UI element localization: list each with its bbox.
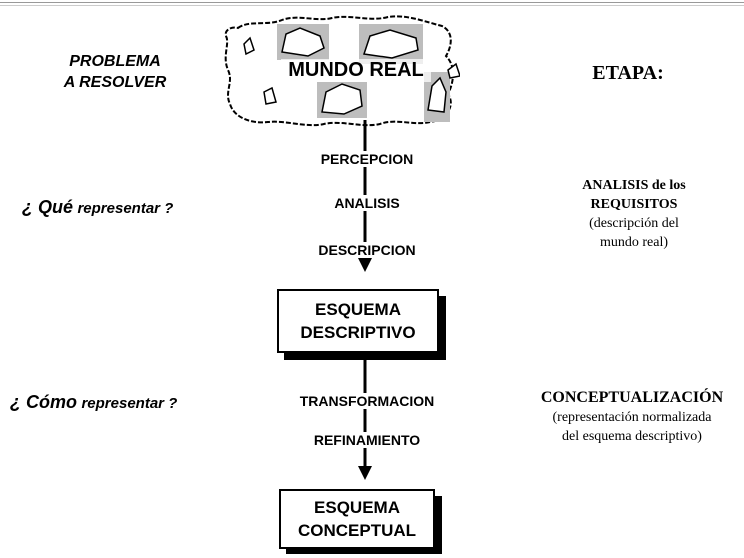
box-esquema-descriptivo: ESQUEMA DESCRIPTIVO [277,289,439,353]
analisis-line3: (descripción del [589,216,679,231]
analisis-line1: ANALISIS de los [582,178,686,193]
flow-connector [358,120,372,480]
question-como: ¿ Cómo representar ? [10,392,177,413]
box-conceptual-line1: ESQUEMA [314,498,400,517]
world-label: MUNDO REAL [281,59,431,82]
region-blob-2 [363,29,419,59]
problem-line1: PROBLEMA [69,53,161,70]
arrow-down-icon-2 [358,466,372,480]
box-descriptivo-line1: ESQUEMA [315,300,401,319]
label-descripcion: DESCRIPCION [295,242,439,258]
label-percepcion: PERCEPCION [295,151,439,167]
region-blob-7 [447,62,460,79]
real-world-cloud [224,15,460,127]
arrow-down-icon [358,258,372,272]
region-blob-1 [281,27,325,57]
como-prefix: ¿ Cómo [10,392,77,412]
label-analisis: ANALISIS [315,195,419,211]
concept-line2: (representación normalizada [552,410,712,425]
problem-label: PROBLEMA A RESOLVER [40,51,190,93]
box-esquema-conceptual: ESQUEMA CONCEPTUAL [279,489,435,549]
problem-line2: A RESOLVER [63,74,167,91]
region-blob-3 [321,83,363,115]
top-rule-secondary [0,5,744,6]
question-que: ¿ Qué representar ? [22,197,173,218]
que-suffix: representar ? [77,200,174,217]
como-suffix: representar ? [81,395,178,412]
stage-conceptualizacion: CONCEPTUALIZACIÓN (representación normal… [520,388,744,446]
que-prefix: ¿ Qué [22,197,74,217]
analisis-line2: REQUISITOS [590,197,678,212]
concept-title: CONCEPTUALIZACIÓN [540,389,724,406]
label-refinamiento: REFINAMIENTO [295,432,439,448]
etapa-label: ETAPA: [592,62,664,84]
box-conceptual-line2: CONCEPTUAL [297,521,417,540]
region-blob-5 [243,36,255,56]
concept-line3: del esquema descriptivo) [562,429,702,444]
box-descriptivo-line2: DESCRIPTIVO [300,323,416,342]
label-transformacion: TRANSFORMACION [274,393,460,409]
stage-analisis: ANALISIS de los REQUISITOS (descripción … [536,176,732,252]
region-blob-6 [263,86,277,105]
region-blob-4 [427,76,447,113]
analisis-line4: mundo real) [599,235,669,250]
top-rule [0,2,744,3]
